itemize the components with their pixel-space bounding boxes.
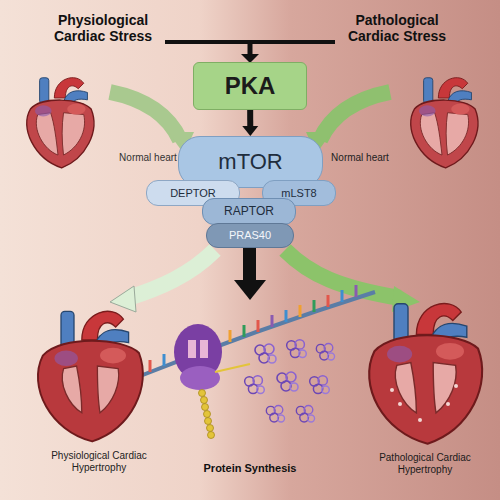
node-text: RAPTOR xyxy=(224,205,274,218)
codon-tick xyxy=(271,315,274,327)
pathological-hypertrophy-heart xyxy=(369,304,482,444)
text-label: Pathological Cardiac Stress xyxy=(330,12,464,44)
codon-tick xyxy=(149,360,152,372)
fibrosis-dot xyxy=(446,402,450,406)
fibrosis-dots xyxy=(390,384,458,422)
protein xyxy=(245,376,265,394)
amino-acid xyxy=(202,404,209,411)
codon-tick xyxy=(299,305,302,317)
amino-acid xyxy=(199,390,206,397)
codon-tick xyxy=(229,330,232,342)
node-text: mLST8 xyxy=(281,187,316,199)
protein xyxy=(277,372,298,391)
codon-tick xyxy=(341,290,344,302)
amino-acid xyxy=(205,418,212,425)
text-label: Protein Synthesis xyxy=(186,462,314,475)
activation-arrow xyxy=(242,110,258,136)
trna xyxy=(188,340,196,358)
text-label: Normal heart xyxy=(112,152,184,164)
text-label: Normal heart xyxy=(324,152,396,164)
fibrosis-dot xyxy=(418,418,422,422)
connector-line xyxy=(247,110,253,126)
stress-stem xyxy=(248,42,253,56)
node-text: DEPTOR xyxy=(170,187,216,199)
subunit-box: RAPTOR xyxy=(202,198,296,225)
kinase-box: PKA xyxy=(193,62,307,110)
mrna-strand xyxy=(135,292,375,378)
codon-tick xyxy=(243,325,246,337)
text-label: Pathological Cardiac Hypertrophy xyxy=(366,452,484,475)
amino-acid xyxy=(207,425,214,432)
node-text: mTOR xyxy=(218,150,282,174)
codon-tick xyxy=(163,354,166,366)
amino-acid xyxy=(201,397,208,404)
trna xyxy=(200,340,208,358)
node-text: PRAS40 xyxy=(229,229,271,241)
arrowhead xyxy=(242,126,258,136)
codon-tick xyxy=(313,300,316,312)
ribosome-small xyxy=(180,366,220,390)
codon-tick xyxy=(257,320,260,332)
text-label: Physiological Cardiac Stress xyxy=(36,12,170,44)
protein xyxy=(287,340,307,358)
fibrosis-dot xyxy=(390,388,394,392)
amino-acid xyxy=(208,432,215,439)
protein xyxy=(296,405,314,421)
physiological-output-arrow xyxy=(128,250,215,298)
peptide-link xyxy=(215,364,250,372)
fibrosis-dot xyxy=(398,402,402,406)
physiological-hypertrophy-heart xyxy=(38,311,143,441)
codon-tick xyxy=(285,310,288,322)
subunit-box: PRAS40 xyxy=(206,223,294,248)
protein xyxy=(310,376,330,394)
polypeptide-chain xyxy=(199,390,215,439)
protein xyxy=(266,405,284,421)
synthesis-arrowhead xyxy=(234,280,266,300)
node-text: PKA xyxy=(225,73,276,99)
protein xyxy=(255,344,276,363)
fibrosis-dot xyxy=(454,384,458,388)
synthesis-arrow xyxy=(243,248,256,282)
amino-acid xyxy=(204,411,211,418)
normal-heart xyxy=(27,78,94,168)
text-label: Physiological Cardiac Hypertrophy xyxy=(40,450,158,473)
physiological-output-arrowhead xyxy=(110,286,136,312)
normal-heart xyxy=(411,78,478,168)
codon-tick xyxy=(355,285,358,297)
codon-tick xyxy=(327,295,330,307)
protein xyxy=(316,343,334,359)
